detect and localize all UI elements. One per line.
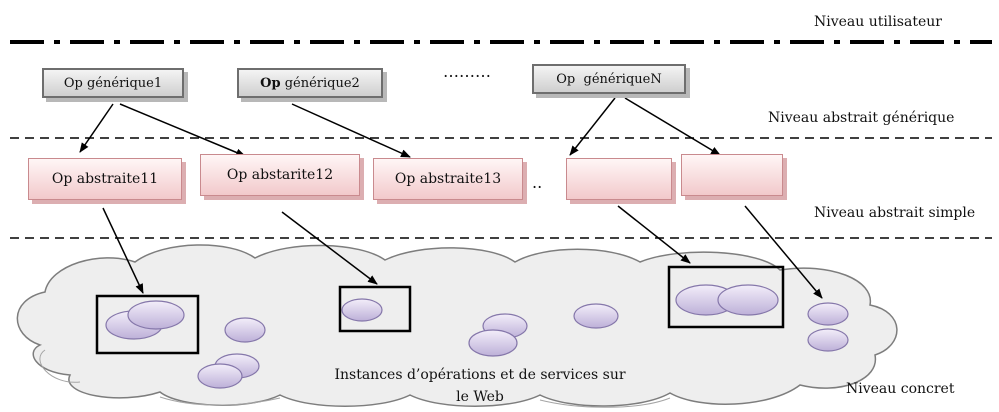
- selected-instance-frame-1: [95, 294, 200, 355]
- abstract-ellipsis: ..: [532, 173, 543, 192]
- level-label-utilisateur: Niveau utilisateur: [814, 14, 942, 30]
- generic-op-box: Op générique2: [237, 68, 383, 98]
- generic-ellipsis: ………: [443, 62, 491, 81]
- generic-op-box: Op générique1: [42, 68, 184, 98]
- generic-op-box: Op génériqueN: [532, 64, 686, 94]
- instance-disc: [573, 303, 619, 329]
- generic-op-label: générique2: [280, 75, 360, 91]
- generic-op-label-bold: Op: [260, 75, 281, 91]
- arrow-abs4-to-instance: [617, 205, 691, 264]
- abstract-op-box: Op abstraite13: [373, 158, 523, 200]
- abstract-op-box: [566, 158, 672, 200]
- instance-disc: [224, 317, 266, 343]
- cloud-caption: Instances d’opérations et de services su…: [330, 364, 630, 408]
- level-label-abstrait-simple: Niveau abstrait simple: [814, 205, 976, 221]
- cloud-caption-line-2: le Web: [456, 389, 504, 405]
- abstract-op-label: Op abstraite13: [394, 171, 502, 187]
- abstract-op-box: [681, 154, 783, 196]
- generic-op-label: Op générique1: [63, 75, 163, 91]
- instance-disc: [127, 300, 185, 330]
- abstract-op-box: Op abstarite12: [200, 154, 360, 196]
- arrow-abs12-to-instance: [281, 211, 378, 285]
- instance-disc: [341, 298, 383, 322]
- level-label-abstrait-generique: Niveau abstrait générique: [768, 110, 955, 126]
- selected-instance-frame-3: [667, 265, 785, 329]
- instance-disc: [197, 363, 243, 389]
- instance-disc: [468, 329, 518, 357]
- instance-disc: [807, 302, 849, 326]
- arrow-gen1-to-abs12: [119, 103, 246, 157]
- abstract-op-label: Op abstarite12: [226, 167, 334, 183]
- arrow-abs5-to-instance: [744, 205, 823, 299]
- arrow-abs11-to-instance: [102, 207, 144, 294]
- arrow-gen1-to-abs11: [79, 103, 114, 153]
- instance-discs: [105, 284, 849, 389]
- selected-instance-frame-2: [338, 285, 412, 333]
- level-label-concret: Niveau concret: [846, 381, 955, 397]
- abstract-op-box: Op abstraite11: [28, 158, 182, 200]
- arrow-genN-to-abs5: [624, 97, 721, 156]
- abstract-op-label: Op abstraite11: [51, 171, 159, 187]
- generic-op-label: Op génériqueN: [556, 71, 662, 87]
- cloud-caption-line-1: Instances d’opérations et de services su…: [334, 367, 626, 383]
- instance-disc: [807, 328, 849, 352]
- arrow-gen2-to-abs13: [291, 103, 411, 158]
- instance-disc: [717, 284, 779, 316]
- arrow-genN-to-abs4: [569, 97, 616, 156]
